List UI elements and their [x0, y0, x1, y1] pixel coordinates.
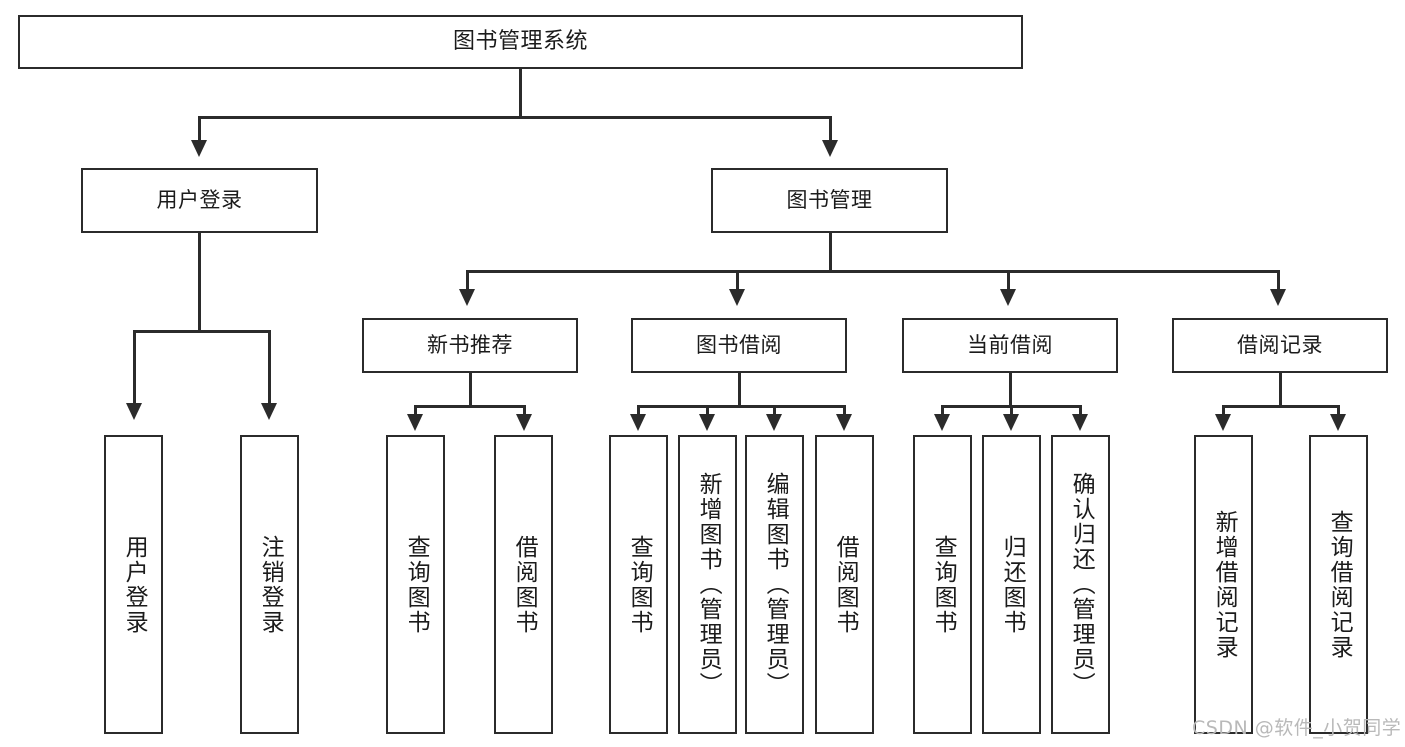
node-new-book-rec[interactable]: 新书推荐 [362, 318, 578, 373]
node-leaf-user-logout-label: 注销登录 [257, 534, 284, 635]
arrow-to-leaf-return-book [1003, 414, 1019, 431]
node-leaf-user-logout[interactable]: 注销登录 [240, 435, 299, 734]
connector-borrow-record-drop-2 [1337, 405, 1340, 415]
arrow-to-leaf-add-record [1215, 414, 1231, 431]
node-book-manage-label: 图书管理 [786, 188, 873, 213]
arrow-to-book-borrow [729, 289, 745, 306]
connector-root-to-user-login [198, 116, 201, 141]
node-leaf-borrow-book-2[interactable]: 借阅图书 [815, 435, 874, 734]
connector-book-borrow-drop-4 [843, 405, 846, 415]
node-leaf-query-record[interactable]: 查询借阅记录 [1309, 435, 1368, 734]
arrow-to-new-book-rec [459, 289, 475, 306]
connector-borrow-record-drop-1 [1222, 405, 1225, 415]
arrow-to-leaf-borrow-book-1 [516, 414, 532, 431]
node-leaf-user-login-label: 用户登录 [121, 534, 148, 635]
node-leaf-query-book-3-label: 查询图书 [930, 534, 957, 635]
connector-book-manage-drop-4 [1277, 270, 1280, 290]
arrow-to-leaf-query-record [1330, 414, 1346, 431]
node-leaf-add-book[interactable]: 新增图书（管理员） [678, 435, 737, 734]
node-leaf-query-book-1-label: 查询图书 [403, 534, 430, 635]
node-leaf-add-record[interactable]: 新增借阅记录 [1194, 435, 1253, 734]
connector-user-login-bar [133, 330, 270, 333]
arrow-to-book-manage [822, 140, 838, 157]
node-leaf-borrow-book-1-label: 借阅图书 [511, 534, 538, 635]
node-current-borrow-label: 当前借阅 [967, 333, 1053, 358]
node-leaf-user-login[interactable]: 用户登录 [104, 435, 163, 734]
node-leaf-confirm-return-label: 确认归还（管理员） [1068, 472, 1095, 697]
node-leaf-return-book-label: 归还图书 [999, 534, 1026, 635]
connector-book-borrow-drop-3 [773, 405, 776, 415]
arrow-to-borrow-record [1270, 289, 1286, 306]
node-book-borrow-label: 图书借阅 [696, 333, 782, 358]
node-root[interactable]: 图书管理系统 [18, 15, 1023, 69]
arrow-to-leaf-user-login [126, 403, 142, 420]
node-user-login-label: 用户登录 [156, 188, 243, 213]
arrow-to-leaf-user-logout [261, 403, 277, 420]
connector-borrow-record-stem [1279, 373, 1282, 407]
connector-user-login-drop-2 [268, 330, 271, 404]
connector-root-bar [198, 116, 832, 119]
node-book-manage[interactable]: 图书管理 [711, 168, 948, 233]
connector-borrow-record-bar [1222, 405, 1339, 408]
node-leaf-query-book-3[interactable]: 查询图书 [913, 435, 972, 734]
connector-user-login-drop-1 [133, 330, 136, 404]
node-leaf-edit-book[interactable]: 编辑图书（管理员） [745, 435, 804, 734]
arrow-to-leaf-confirm-return [1072, 414, 1088, 431]
node-new-book-rec-label: 新书推荐 [427, 333, 513, 358]
connector-book-manage-drop-2 [736, 270, 739, 290]
node-leaf-query-book-2[interactable]: 查询图书 [609, 435, 668, 734]
node-leaf-add-record-label: 新增借阅记录 [1211, 509, 1238, 660]
connector-current-borrow-drop-1 [941, 405, 944, 415]
node-current-borrow[interactable]: 当前借阅 [902, 318, 1118, 373]
connector-current-borrow-drop-2 [1010, 405, 1013, 415]
node-leaf-borrow-book-2-label: 借阅图书 [832, 534, 859, 635]
connector-new-book-rec-drop-2 [523, 405, 526, 415]
connector-current-borrow-drop-3 [1079, 405, 1082, 415]
arrow-to-leaf-edit-book [766, 414, 782, 431]
arrow-to-leaf-borrow-book-2 [836, 414, 852, 431]
node-root-label: 图书管理系统 [452, 29, 588, 55]
connector-new-book-rec-drop-1 [414, 405, 417, 415]
node-leaf-borrow-book-1[interactable]: 借阅图书 [494, 435, 553, 734]
connector-book-borrow-bar [637, 405, 845, 408]
connector-book-manage-stem [829, 233, 832, 272]
node-borrow-record[interactable]: 借阅记录 [1172, 318, 1388, 373]
node-leaf-query-book-1[interactable]: 查询图书 [386, 435, 445, 734]
node-leaf-add-book-label: 新增图书（管理员） [695, 472, 722, 697]
connector-book-borrow-drop-1 [637, 405, 640, 415]
connector-book-manage-bar [466, 270, 1278, 273]
node-book-borrow[interactable]: 图书借阅 [631, 318, 847, 373]
connector-book-manage-drop-1 [466, 270, 469, 290]
arrow-to-current-borrow [1000, 289, 1016, 306]
connector-root-stem [519, 69, 522, 116]
connector-current-borrow-stem [1009, 373, 1012, 407]
connector-book-manage-drop-3 [1007, 270, 1010, 290]
connector-new-book-rec-stem [469, 373, 472, 407]
node-leaf-edit-book-label: 编辑图书（管理员） [762, 472, 789, 697]
node-leaf-query-book-2-label: 查询图书 [626, 534, 653, 635]
arrow-to-leaf-add-book [699, 414, 715, 431]
arrow-to-user-login [191, 140, 207, 157]
connector-root-to-book-manage [829, 116, 832, 141]
node-borrow-record-label: 借阅记录 [1237, 333, 1323, 358]
connector-book-borrow-drop-2 [706, 405, 709, 415]
connector-user-login-stem [198, 233, 201, 332]
connector-new-book-rec-bar [414, 405, 525, 408]
arrow-to-leaf-query-book-3 [934, 414, 950, 431]
node-leaf-confirm-return[interactable]: 确认归还（管理员） [1051, 435, 1110, 734]
connector-book-borrow-stem [738, 373, 741, 407]
node-leaf-return-book[interactable]: 归还图书 [982, 435, 1041, 734]
node-user-login[interactable]: 用户登录 [81, 168, 318, 233]
arrow-to-leaf-query-book-1 [407, 414, 423, 431]
arrow-to-leaf-query-book-2 [630, 414, 646, 431]
node-leaf-query-record-label: 查询借阅记录 [1326, 509, 1353, 660]
